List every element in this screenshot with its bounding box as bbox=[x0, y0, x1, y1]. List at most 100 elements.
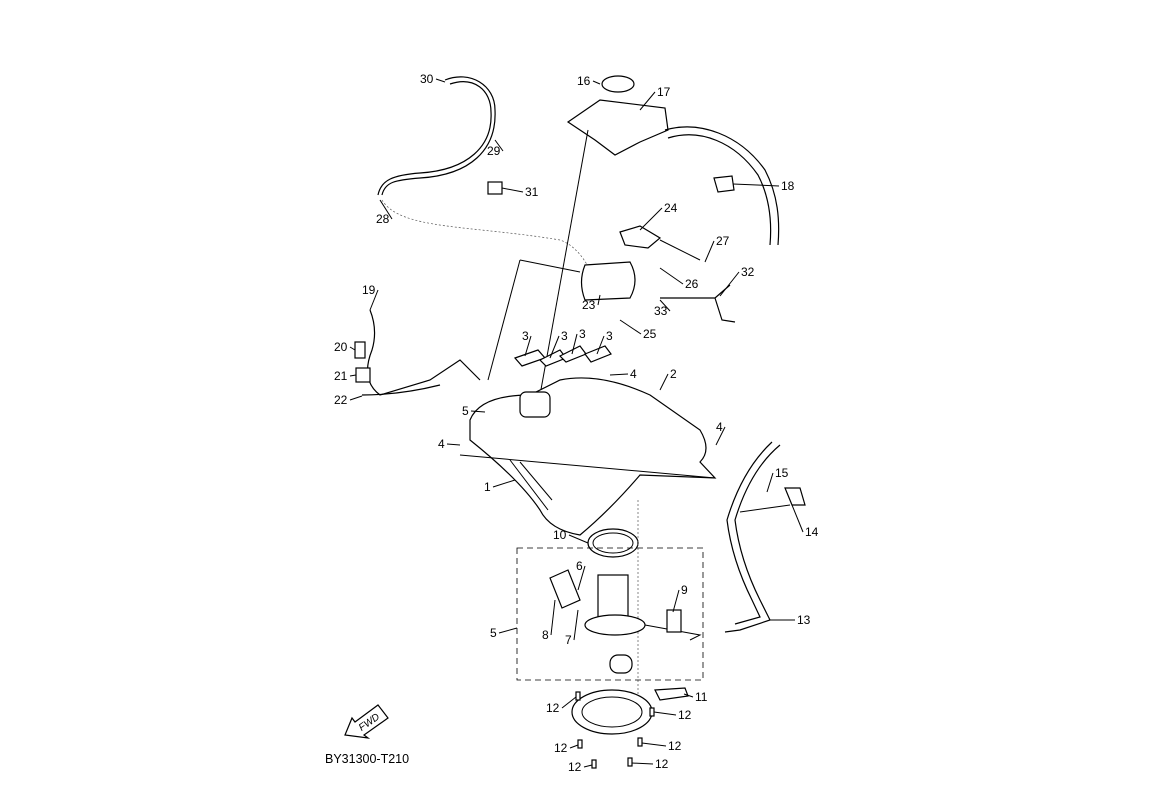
callout-1: 1 bbox=[484, 480, 491, 494]
leader-line bbox=[683, 693, 694, 698]
callout-26: 26 bbox=[685, 277, 699, 291]
callout-21: 21 bbox=[334, 369, 348, 383]
leader-line bbox=[498, 627, 518, 634]
diagram-code: BY31300-T210 bbox=[325, 752, 410, 766]
callout-19: 19 bbox=[362, 283, 376, 297]
callout-22: 22 bbox=[334, 393, 348, 407]
callout-12: 12 bbox=[668, 739, 682, 753]
leader-line bbox=[639, 207, 663, 231]
callout-9: 9 bbox=[681, 583, 688, 597]
callout-31: 31 bbox=[525, 185, 539, 199]
leader-line bbox=[571, 333, 578, 355]
part-11 bbox=[654, 687, 689, 701]
callout-12: 12 bbox=[568, 760, 582, 774]
leader-line bbox=[349, 374, 357, 377]
leader-line bbox=[379, 199, 393, 220]
callout-14: 14 bbox=[805, 525, 819, 539]
leader-line bbox=[577, 565, 586, 591]
bolts-12 bbox=[575, 691, 655, 769]
callout-25: 25 bbox=[643, 327, 657, 341]
leader-line bbox=[659, 299, 671, 312]
filter-8 bbox=[549, 569, 581, 609]
leader-line bbox=[766, 472, 774, 493]
leader-line bbox=[659, 267, 684, 285]
callout-3: 3 bbox=[522, 329, 529, 343]
leader-line bbox=[619, 319, 642, 335]
callout-27: 27 bbox=[716, 234, 730, 248]
leader-line bbox=[672, 589, 680, 613]
leader-line bbox=[573, 609, 579, 641]
clamp-14 bbox=[784, 487, 806, 506]
leader-line bbox=[494, 139, 504, 152]
tray-17 bbox=[566, 99, 669, 156]
leader-line bbox=[524, 335, 532, 357]
leader-line bbox=[639, 91, 656, 111]
leader-line bbox=[641, 742, 667, 747]
leader-line bbox=[349, 395, 363, 401]
leader-line bbox=[704, 240, 715, 263]
leader-line bbox=[732, 183, 780, 187]
leader-line bbox=[791, 504, 804, 533]
callout-8: 8 bbox=[542, 628, 549, 642]
leader-line bbox=[470, 410, 486, 413]
pump-assembly-box bbox=[516, 547, 704, 681]
fuel-tank-1 bbox=[469, 377, 717, 536]
callout-11: 11 bbox=[695, 690, 708, 704]
callout-12: 12 bbox=[546, 701, 560, 715]
fuel-pump-5 bbox=[597, 574, 629, 621]
callout-2: 2 bbox=[670, 367, 677, 381]
leader-line bbox=[550, 599, 556, 636]
callout-15: 15 bbox=[775, 466, 789, 480]
leader-line bbox=[446, 443, 461, 446]
callout-13: 13 bbox=[797, 613, 811, 627]
callout-32: 32 bbox=[741, 265, 755, 279]
fwd-arrow-icon: FWD bbox=[344, 704, 389, 739]
fitting-20 bbox=[354, 341, 366, 359]
leader-line bbox=[549, 335, 560, 359]
leader-line bbox=[592, 80, 601, 85]
leader-line bbox=[596, 335, 605, 355]
leader-line bbox=[501, 187, 524, 193]
leader-line bbox=[349, 346, 356, 351]
callout-18: 18 bbox=[781, 179, 795, 193]
callout-17: 17 bbox=[657, 85, 671, 99]
filler-cap-16 bbox=[601, 75, 635, 93]
callout-4: 4 bbox=[438, 437, 445, 451]
leader-line bbox=[609, 373, 629, 376]
callout-29: 29 bbox=[487, 144, 501, 158]
callout-5: 5 bbox=[462, 404, 469, 418]
leader-line bbox=[492, 479, 516, 488]
leader-line bbox=[715, 426, 726, 446]
leader-line bbox=[561, 696, 577, 709]
clip-31 bbox=[487, 181, 503, 195]
leader-line bbox=[631, 762, 654, 765]
leader-line bbox=[659, 373, 669, 391]
leader-line bbox=[435, 78, 446, 83]
callout-3: 3 bbox=[606, 329, 613, 343]
callout-16: 16 bbox=[577, 74, 591, 88]
leader-line bbox=[583, 764, 593, 768]
sender-9 bbox=[666, 609, 682, 633]
leader-line bbox=[719, 271, 740, 297]
callout-12: 12 bbox=[678, 708, 692, 722]
callout-24: 24 bbox=[664, 201, 678, 215]
leader-line bbox=[568, 534, 589, 544]
callout-3: 3 bbox=[561, 329, 568, 343]
callout-5: 5 bbox=[490, 626, 497, 640]
callout-4: 4 bbox=[716, 420, 723, 434]
callout-30: 30 bbox=[420, 72, 434, 86]
callout-10: 10 bbox=[553, 528, 567, 542]
bracket-24 bbox=[619, 225, 662, 249]
callout-4: 4 bbox=[630, 367, 637, 381]
callout-12: 12 bbox=[554, 741, 568, 755]
leader-line bbox=[369, 289, 379, 311]
callout-6: 6 bbox=[576, 559, 583, 573]
clip-18 bbox=[713, 175, 735, 193]
callout-28: 28 bbox=[376, 212, 390, 226]
leader-line bbox=[653, 711, 677, 716]
callout-7: 7 bbox=[565, 633, 572, 647]
leader-line bbox=[569, 744, 579, 749]
leader-line bbox=[597, 294, 601, 306]
float bbox=[609, 654, 633, 674]
